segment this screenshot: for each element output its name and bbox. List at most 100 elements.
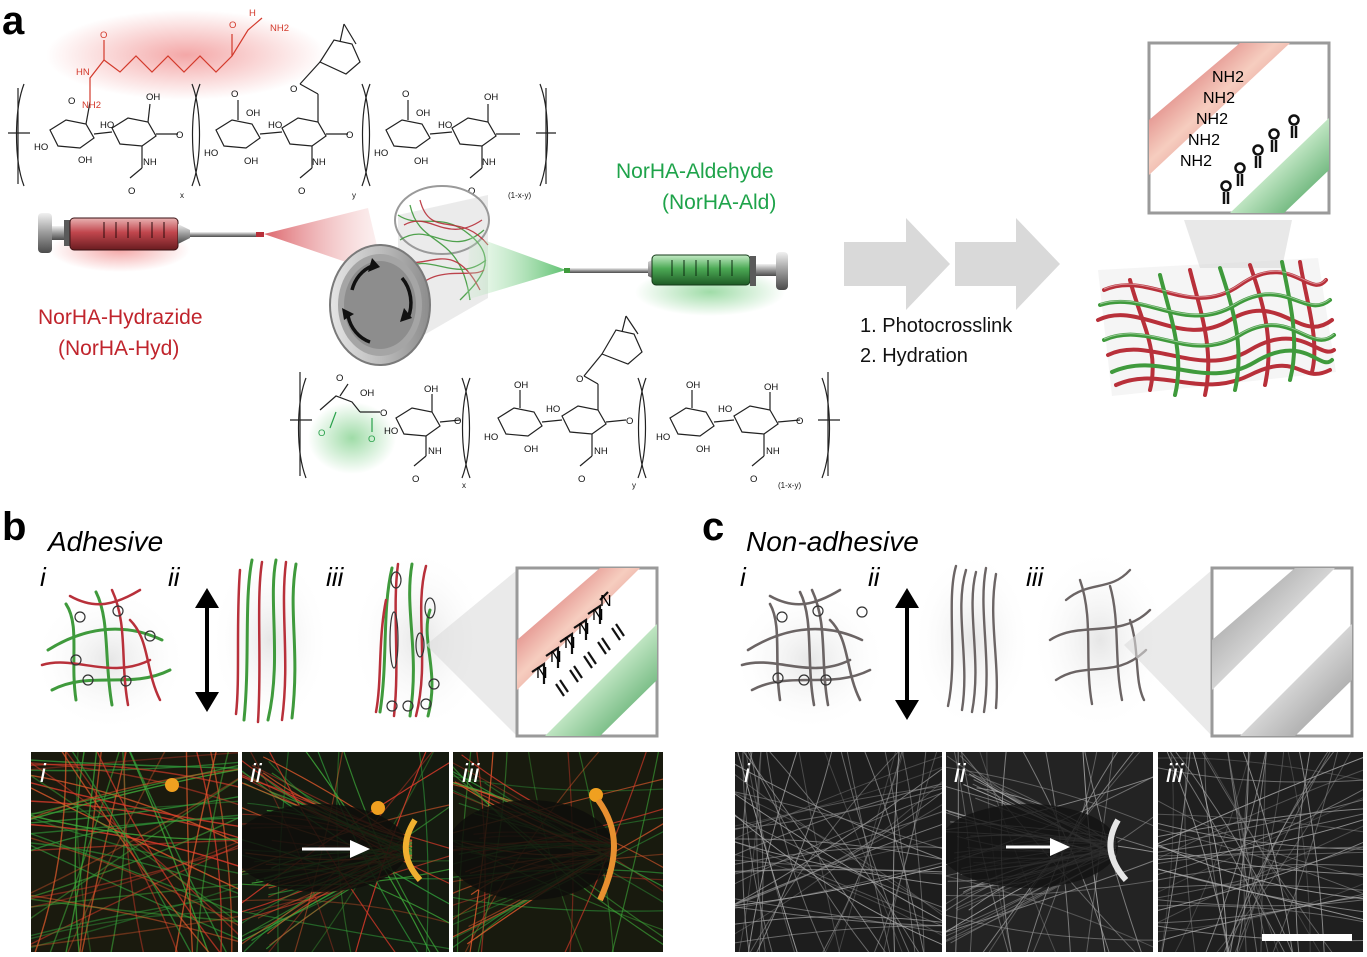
fiber-strand bbox=[31, 764, 238, 816]
fiber-strand bbox=[1158, 893, 1363, 924]
fiber-strand bbox=[798, 752, 840, 952]
micrograph-b-iii bbox=[453, 752, 663, 952]
fiber-strand bbox=[185, 752, 194, 952]
panel-c-title: Non-adhesive bbox=[746, 526, 919, 557]
svg-text:NH2: NH2 bbox=[270, 23, 289, 34]
fiber-strand bbox=[735, 869, 942, 873]
fiber-strand bbox=[31, 768, 238, 820]
micrograph-b-ii bbox=[242, 752, 449, 952]
fiber-strand bbox=[31, 796, 238, 824]
fiber-strand bbox=[65, 752, 98, 952]
fiber-strand bbox=[738, 752, 762, 952]
fiber-strand bbox=[1158, 789, 1363, 875]
svg-text:O: O bbox=[380, 408, 387, 419]
svg-text:O: O bbox=[368, 434, 375, 445]
svg-text:NH: NH bbox=[143, 157, 157, 168]
fiber-strand bbox=[892, 752, 900, 952]
svg-text:HO: HO bbox=[718, 404, 732, 415]
svg-text:HO: HO bbox=[656, 432, 670, 443]
svg-text:O: O bbox=[412, 474, 419, 485]
fiber-strand bbox=[1158, 797, 1363, 893]
roman-b-ii: ii bbox=[168, 562, 181, 592]
svg-text:NH2: NH2 bbox=[1203, 90, 1235, 107]
fiber-strand bbox=[838, 752, 897, 952]
svg-text:HO: HO bbox=[34, 142, 48, 153]
panel-b-diagrams: i ii iii bbox=[32, 548, 517, 736]
svg-text:HO: HO bbox=[100, 120, 114, 131]
fiber-strand bbox=[1204, 752, 1229, 952]
svg-text:OH: OH bbox=[414, 156, 428, 167]
fiber-strand bbox=[81, 752, 127, 952]
svg-text:NH2: NH2 bbox=[1212, 69, 1244, 86]
svg-text:OH: OH bbox=[146, 92, 160, 103]
panel-b-title: Adhesive bbox=[46, 526, 163, 557]
fiber-strand bbox=[735, 814, 942, 945]
green-label-line2: (NorHA-Ald) bbox=[662, 191, 776, 214]
fiber-strand bbox=[1158, 841, 1363, 911]
svg-text:OH: OH bbox=[764, 382, 778, 393]
svg-text:OH: OH bbox=[686, 380, 700, 391]
svg-text:HO: HO bbox=[268, 120, 282, 131]
roman-c-i: i bbox=[740, 562, 747, 592]
fiber-strand bbox=[1158, 864, 1363, 881]
process-arrow-2 bbox=[955, 218, 1060, 310]
fiber-strand bbox=[453, 896, 663, 912]
svg-text:O: O bbox=[298, 186, 305, 197]
svg-text:N: N bbox=[592, 607, 604, 624]
fiber-strand bbox=[79, 752, 102, 952]
fiber-strand bbox=[1260, 752, 1267, 952]
svg-text:O: O bbox=[318, 428, 325, 439]
fiber-strand bbox=[1158, 757, 1363, 781]
fiber-strand bbox=[735, 792, 942, 916]
fiber-strand bbox=[1158, 767, 1363, 783]
chem-bottom-labels: O OH O O O OH HO NH O O OH HO OH HO O NH… bbox=[318, 373, 803, 490]
green-syringe bbox=[564, 252, 788, 316]
fiber-strand bbox=[735, 781, 942, 935]
svg-text:x: x bbox=[180, 191, 184, 200]
fiber-strand bbox=[1158, 846, 1363, 899]
fiber-strand bbox=[840, 752, 910, 952]
svg-text:OH: OH bbox=[416, 108, 430, 119]
fiber-strand bbox=[1158, 813, 1363, 833]
svg-text:HO: HO bbox=[384, 426, 398, 437]
fiber-strand bbox=[31, 763, 238, 788]
fiber-strand bbox=[735, 811, 942, 875]
svg-text:O: O bbox=[576, 374, 583, 385]
svg-text:HO: HO bbox=[484, 432, 498, 443]
fiber-strand bbox=[31, 832, 238, 914]
fiber-strand bbox=[31, 816, 238, 874]
svg-text:NH: NH bbox=[428, 446, 442, 457]
micrograph-c-ii bbox=[946, 752, 1153, 952]
fiber-strand bbox=[1223, 752, 1335, 952]
svg-text:O: O bbox=[402, 89, 409, 100]
fiber-strand bbox=[1158, 757, 1363, 845]
svg-text:O: O bbox=[100, 30, 107, 41]
fiber-strand bbox=[769, 752, 920, 952]
svg-text:NH: NH bbox=[594, 446, 608, 457]
roman-mb-ii: ii bbox=[250, 758, 263, 788]
fiber-strand bbox=[1272, 752, 1338, 952]
fiber-strand bbox=[242, 899, 449, 924]
fiber-strand bbox=[1158, 808, 1363, 838]
fiber-strand bbox=[71, 752, 192, 952]
fiber-strand bbox=[31, 782, 238, 827]
fiber-strand bbox=[31, 915, 238, 947]
fiber-strand bbox=[31, 774, 238, 924]
red-syringe bbox=[38, 213, 264, 272]
fiber-strand bbox=[883, 752, 938, 952]
green-jet-cone bbox=[466, 235, 566, 300]
svg-text:O: O bbox=[290, 84, 297, 95]
svg-text:OH: OH bbox=[696, 444, 710, 455]
fiber-strand bbox=[735, 768, 942, 905]
svg-text:OH: OH bbox=[524, 444, 538, 455]
fiber-strand bbox=[1192, 752, 1228, 952]
fiber-strand bbox=[31, 839, 238, 852]
fiber-strand bbox=[735, 804, 942, 906]
fiber-strand bbox=[742, 752, 753, 952]
fiber-strand bbox=[1227, 752, 1258, 952]
micrograph-b-i bbox=[31, 752, 238, 952]
fiber-strand bbox=[735, 788, 942, 830]
roman-b-iii: iii bbox=[326, 562, 345, 592]
scale-bar bbox=[1262, 934, 1352, 941]
